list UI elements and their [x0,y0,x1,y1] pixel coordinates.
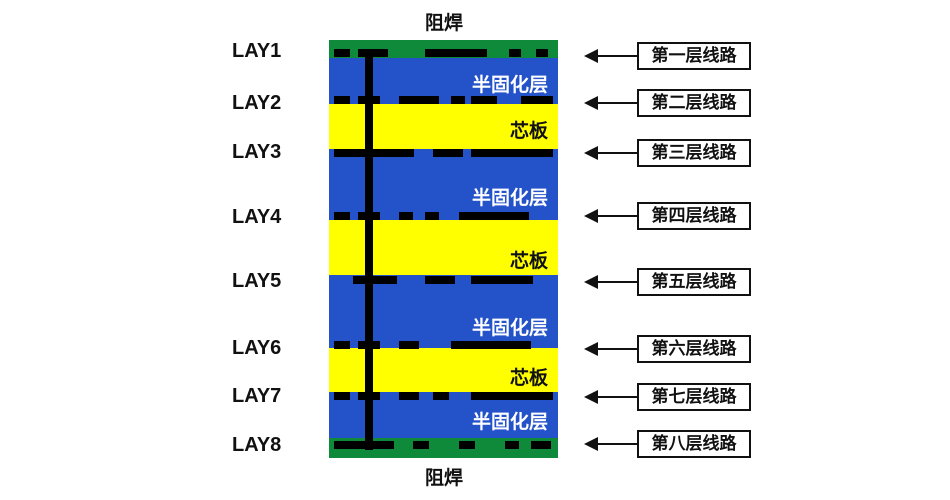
trace [334,49,350,57]
arrow-left-icon [584,145,638,161]
trace [536,49,548,57]
lay7-label: LAY7 [232,385,282,407]
trace [334,441,394,449]
trace [433,392,449,400]
trace [459,441,475,449]
trace [451,341,531,349]
trace [425,276,455,284]
lay5-label: LAY5 [232,270,282,292]
trace [471,392,553,400]
arrow-left-icon [584,95,638,111]
trace [471,96,497,104]
arrow-left-icon [584,341,638,357]
lay2-label: LAY2 [232,92,282,114]
through-via [365,56,373,450]
core-label: 芯板 [509,367,548,389]
trace [471,149,553,157]
layer3-circuit-box: 第三层线路 [637,139,751,167]
trace [531,441,551,449]
trace [334,341,350,349]
prepreg-label: 半固化层 [471,411,548,433]
arrow-left-icon [584,274,638,290]
core-label: 芯板 [509,250,548,272]
lay8-label: LAY8 [232,434,282,456]
trace [334,149,414,157]
layer1-circuit-box: 第一层线路 [637,42,751,70]
trace [425,212,439,220]
core-band-1: 芯板 [329,104,558,149]
core-band-3: 芯板 [329,348,558,392]
prepreg-label: 半固化层 [471,317,548,339]
solder-mask-bottom-label: 阻焊 [424,467,463,489]
trace [521,96,553,104]
trace [505,441,519,449]
trace [459,212,529,220]
core-band-2: 芯板 [329,220,558,275]
layer8-circuit-box: 第八层线路 [637,430,751,458]
trace [334,212,350,220]
lay3-label: LAY3 [232,141,282,163]
trace [353,276,397,284]
trace [334,96,350,104]
trace [509,49,521,57]
trace [358,49,388,57]
trace [451,96,465,104]
layer5-circuit-box: 第五层线路 [637,268,751,296]
arrow-left-icon [584,208,638,224]
prepreg-band-3: 半固化层 [329,275,558,348]
arrow-left-icon [584,436,638,452]
solder-mask-top-label: 阻焊 [424,12,463,34]
arrow-left-icon [584,48,638,64]
lay4-label: LAY4 [232,206,282,228]
prepreg-band-2: 半固化层 [329,149,558,220]
trace [433,149,463,157]
layer-stack: 半固化层 芯板 半固化层 芯板 半固化层 芯板 半固化层 [329,40,558,458]
trace [425,49,487,57]
lay6-label: LAY6 [232,337,282,359]
prepreg-label: 半固化层 [471,187,548,209]
trace [399,392,419,400]
trace [471,276,533,284]
layer2-circuit-box: 第二层线路 [637,89,751,117]
core-label: 芯板 [509,120,548,142]
trace [399,212,413,220]
arrow-left-icon [584,389,638,405]
lay1-label: LAY1 [232,40,282,62]
trace [413,441,429,449]
trace [399,341,419,349]
layer7-circuit-box: 第七层线路 [637,383,751,411]
prepreg-label: 半固化层 [471,74,548,96]
trace [334,392,350,400]
trace [399,96,439,104]
layer4-circuit-box: 第四层线路 [637,202,751,230]
layer6-circuit-box: 第六层线路 [637,335,751,363]
